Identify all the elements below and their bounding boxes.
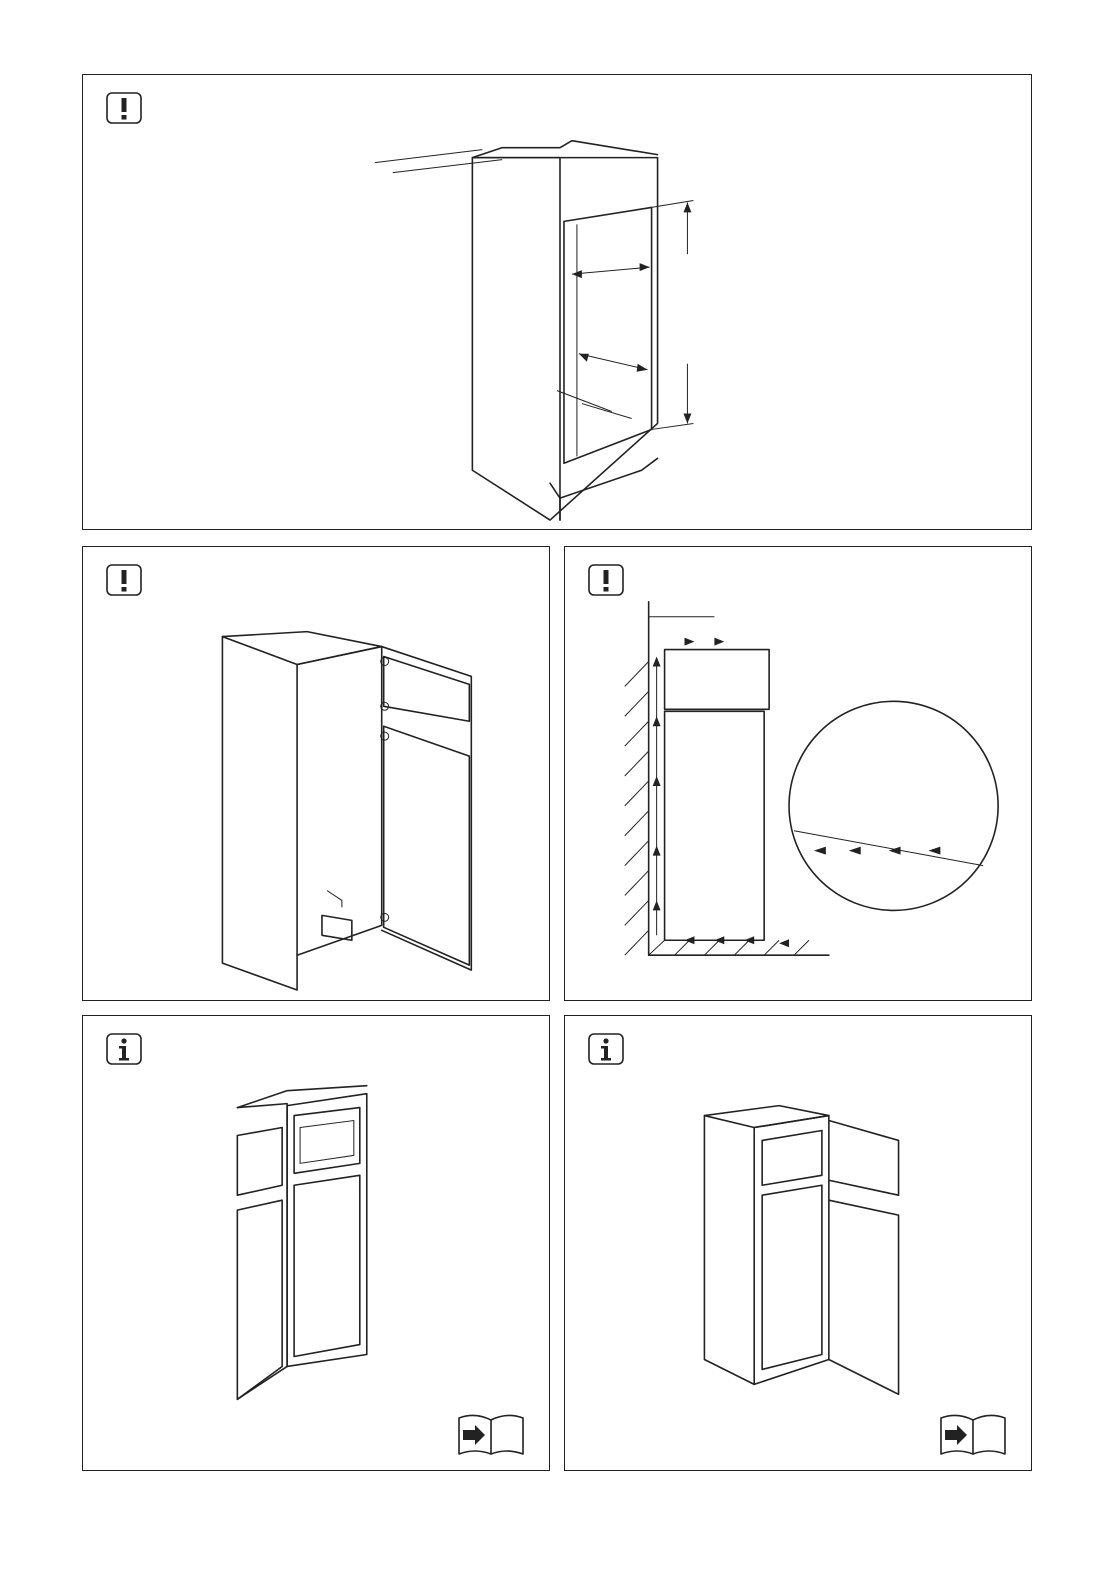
panel-door-right: [564, 1015, 1032, 1471]
ventilation-drawing: [565, 547, 1031, 1000]
cabinet-niche-drawing: [83, 75, 1031, 529]
panel-door-left: [82, 1015, 550, 1471]
panel-niche-dimensions: [82, 74, 1032, 530]
appliance-open-left-drawing: [83, 1016, 549, 1470]
cabinet-door-drawing: [83, 547, 549, 1000]
see-manual-book-icon: [937, 1410, 1009, 1458]
appliance-open-right-drawing: [565, 1016, 1031, 1470]
see-manual-book-icon: [455, 1410, 527, 1458]
panel-ventilation: [564, 546, 1032, 1001]
panel-door-mounting: [82, 546, 550, 1001]
